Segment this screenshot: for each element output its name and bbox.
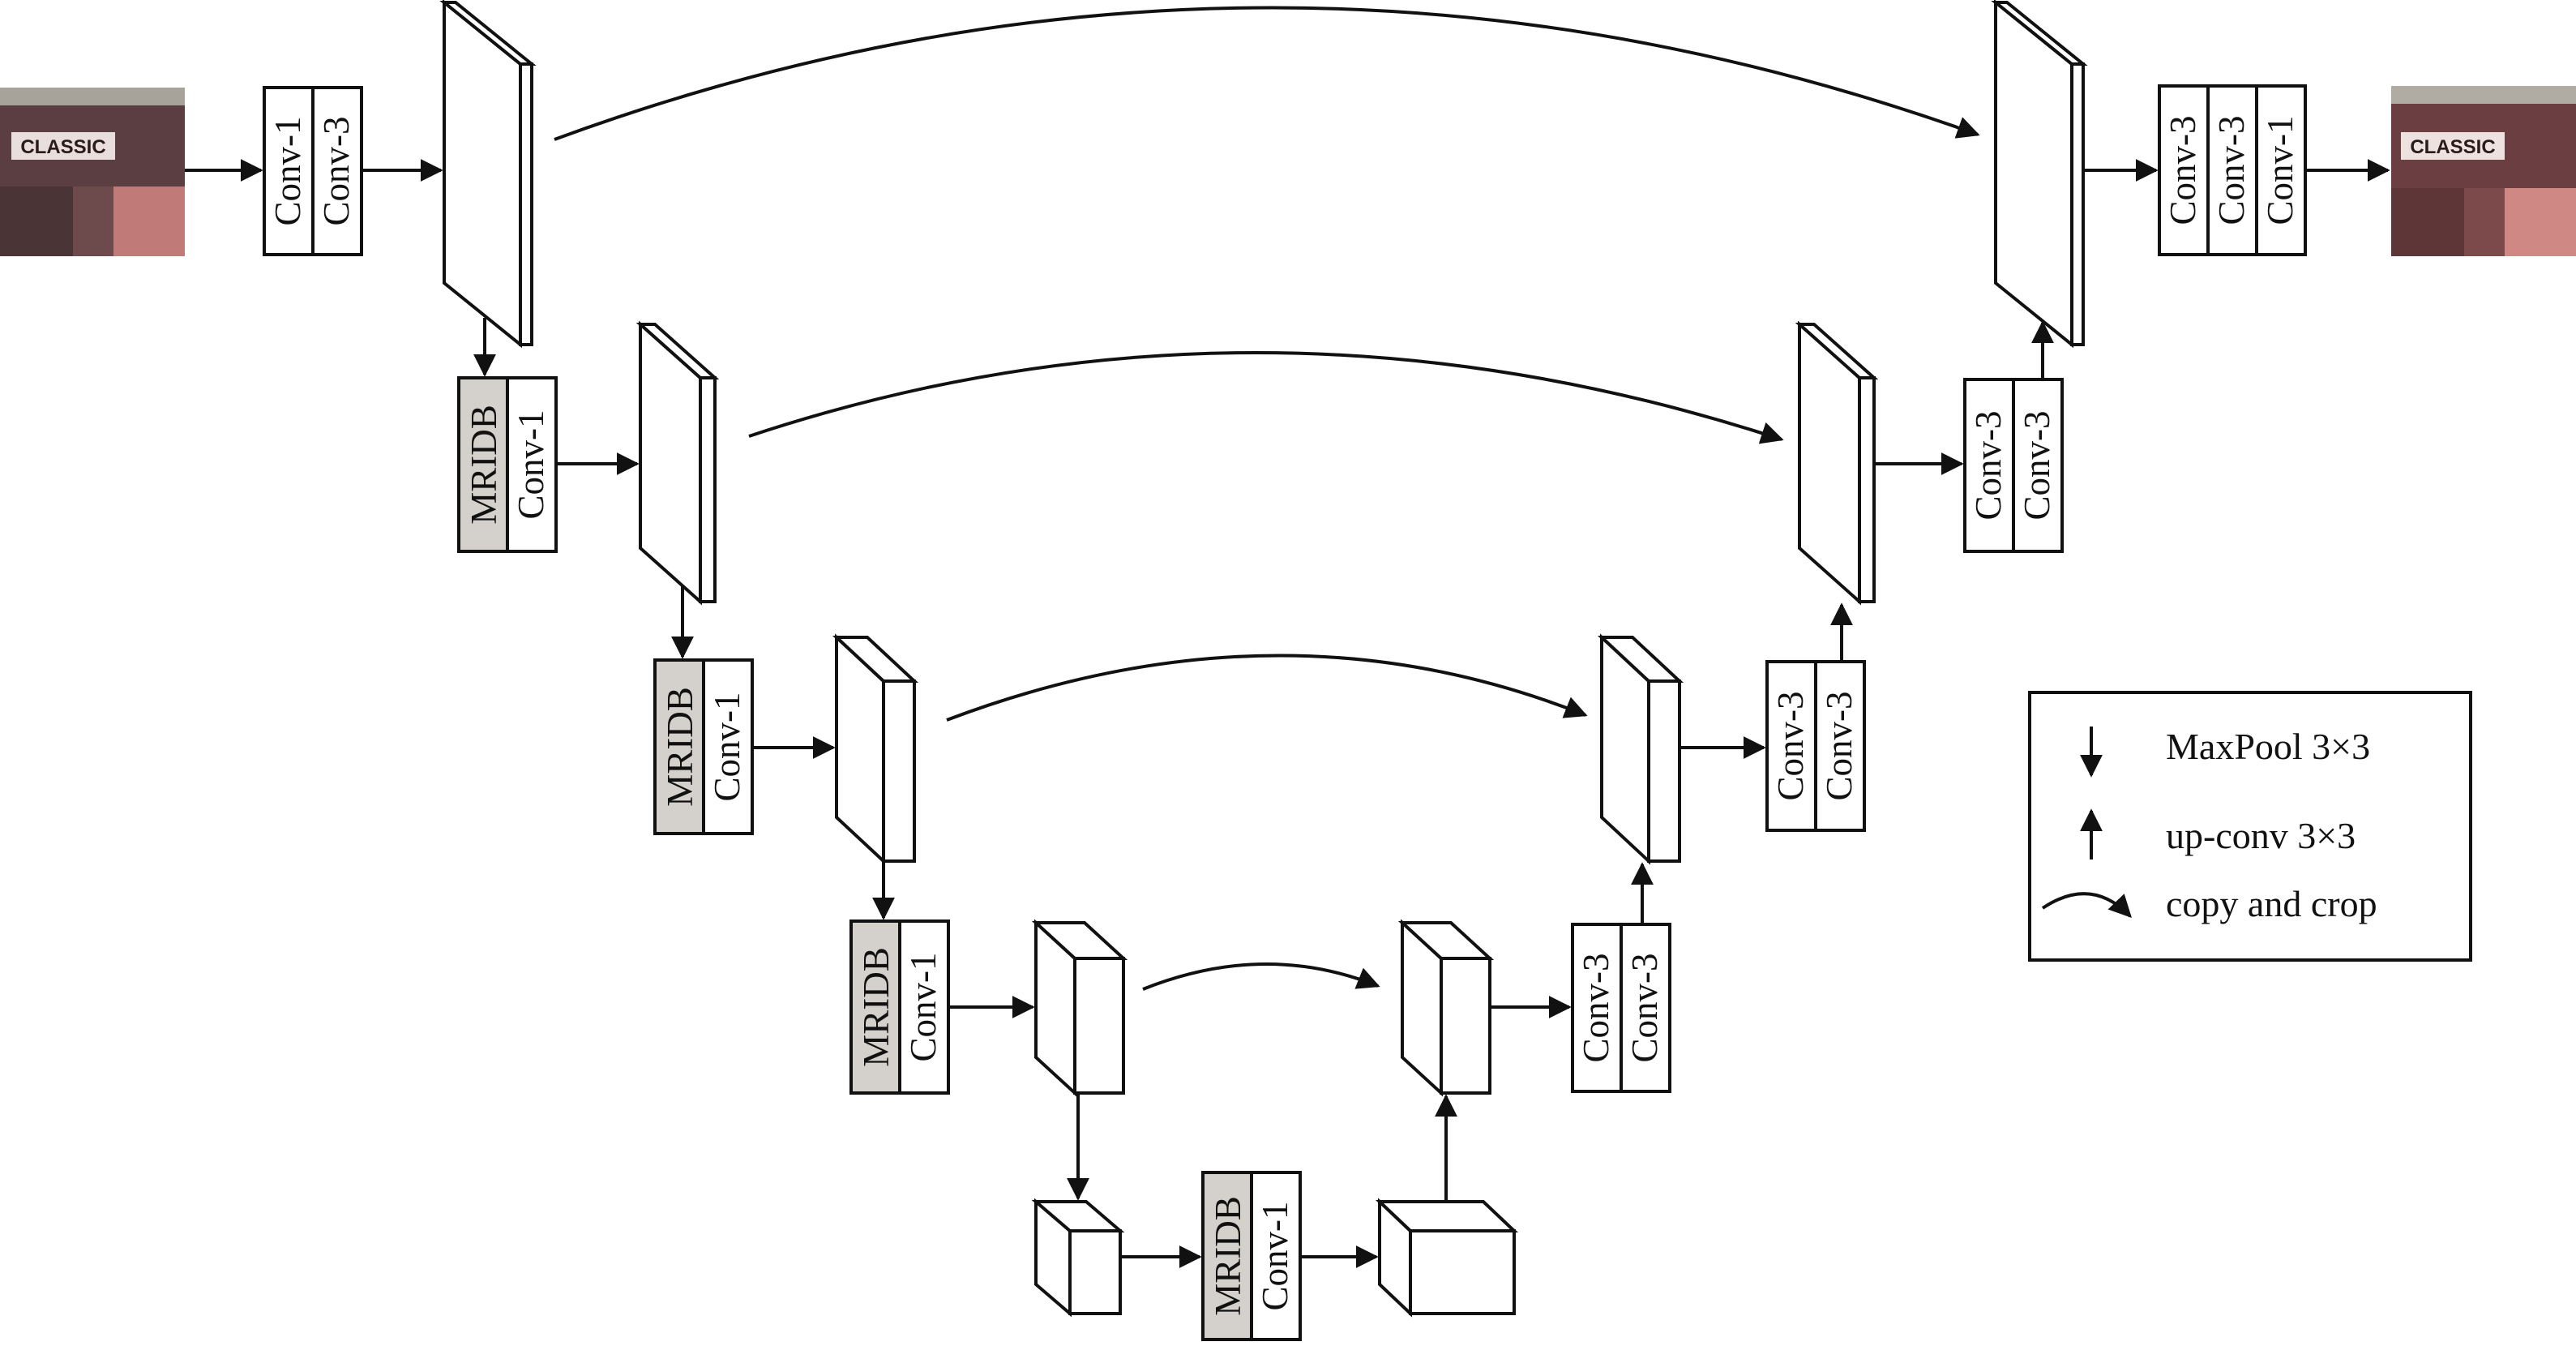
block-dec2-label-1: Conv-3 [1968, 411, 2009, 521]
feature-map-enc2 [635, 320, 720, 606]
block-enc1-label-1: Conv-1 [267, 117, 308, 226]
block-dec3-label-2: Conv-3 [1819, 692, 1859, 801]
block-enc4-label-1: MRIDB [856, 947, 896, 1067]
block-dec1-label-2: Conv-3 [2211, 116, 2252, 225]
legend-copy-icon [2041, 892, 2132, 919]
block-enc1-label-2: Conv-3 [316, 117, 357, 226]
output-image-caption: CLASSIC [2410, 136, 2495, 158]
connection-arrows [185, 6, 2390, 1268]
legend-copy-label: copy and crop [2166, 883, 2377, 924]
legend-maxpool-label: MaxPool 3×3 [2166, 726, 2370, 767]
block-bottleneck-label-1: MRIDB [1208, 1196, 1248, 1316]
block-enc2-label-2: Conv-1 [511, 410, 551, 520]
feature-map-bottleneck-in [1031, 1198, 1125, 1318]
skip-connection-3 [946, 654, 1588, 722]
block-dec4: Conv-3 Conv-3 [1571, 923, 1671, 1093]
block-enc1: Conv-1 Conv-3 [263, 86, 363, 256]
block-enc4-label-2: Conv-1 [903, 953, 944, 1062]
block-enc3-label-2: Conv-1 [707, 692, 747, 802]
feature-map-enc1 [439, 0, 537, 349]
legend-upconv-label: up-conv 3×3 [2166, 815, 2356, 856]
feature-map-enc4 [1031, 919, 1128, 1097]
block-enc2-label-1: MRIDB [464, 405, 504, 525]
block-enc3: MRIDB Conv-1 [653, 658, 754, 835]
input-image: CLASSIC [0, 88, 185, 256]
block-bottleneck: MRIDB Conv-1 [1201, 1171, 1302, 1341]
legend: MaxPool 3×3 up-conv 3×3 copy and crop [2028, 691, 2472, 962]
feature-map-dec3 [1597, 633, 1684, 865]
feature-map-dec2 [1795, 320, 1879, 606]
block-dec3-label-1: Conv-3 [1770, 692, 1811, 801]
block-enc4: MRIDB Conv-1 [849, 919, 950, 1095]
feature-map-dec4 [1397, 919, 1495, 1097]
block-dec1: Conv-3 Conv-3 Conv-1 [2158, 84, 2307, 256]
input-image-caption: CLASSIC [20, 136, 105, 158]
feature-map-bottleneck-out [1375, 1198, 1519, 1318]
block-dec1-label-3: Conv-1 [2260, 116, 2300, 225]
block-enc3-label-1: MRIDB [660, 687, 700, 807]
block-dec2: Conv-3 Conv-3 [1963, 378, 2064, 553]
feature-map-enc3 [832, 633, 919, 865]
skip-connection-2 [748, 351, 1784, 444]
feature-map-dec1 [1991, 0, 2088, 349]
output-image: CLASSIC [2391, 86, 2576, 256]
skip-connection-4 [1142, 962, 1380, 991]
block-dec4-label-2: Conv-3 [1624, 954, 1665, 1063]
skip-connection-1 [554, 6, 1980, 141]
block-dec1-label-1: Conv-3 [2163, 116, 2203, 225]
block-bottleneck-label-2: Conv-1 [1255, 1202, 1295, 1311]
block-enc2: MRIDB Conv-1 [457, 376, 558, 553]
block-dec3: Conv-3 Conv-3 [1765, 660, 1866, 832]
block-dec2-label-2: Conv-3 [2017, 411, 2057, 521]
block-dec4-label-1: Conv-3 [1576, 954, 1616, 1063]
